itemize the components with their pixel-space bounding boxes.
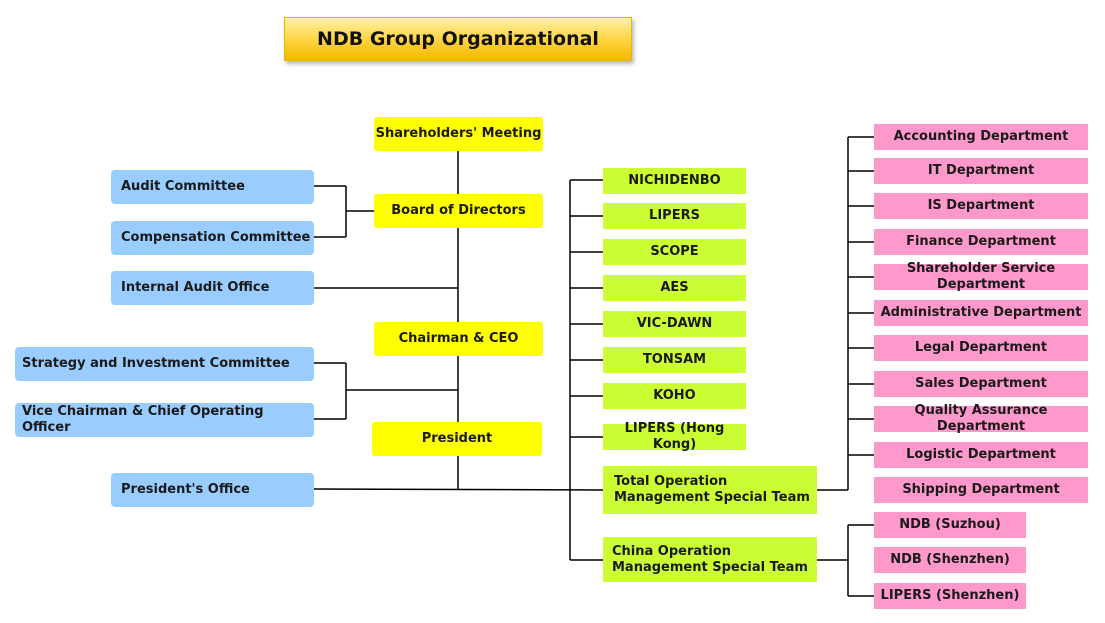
subsidiary-box: LIPERS [603,203,746,229]
china-operation-team-box: China Operation Management Special Team [603,537,817,582]
subsidiary-box: AES [603,275,746,301]
total-operation-team-box: Total Operation Management Special Team [603,466,817,514]
presidents-office-box: President's Office [111,473,314,507]
president-box: President [372,422,542,456]
department-box: Administrative Department [874,300,1088,326]
subsidiary-box: TONSAM [603,347,746,373]
china-unit-box: NDB (Suzhou) [874,512,1026,538]
subsidiary-box: NICHIDENBO [603,168,746,194]
subsidiary-box: KOHO [603,383,746,409]
department-box: Legal Department [874,335,1088,361]
department-box: Sales Department [874,371,1088,397]
department-box: Shareholder Service Department [874,261,1088,292]
china-unit-box: NDB (Shenzhen) [874,547,1026,573]
internal-audit-office-box: Internal Audit Office [111,271,314,305]
department-box: Logistic Department [874,442,1088,468]
department-box: Accounting Department [874,124,1088,150]
subsidiary-box: LIPERS (Hong Kong) [603,421,746,452]
chart-title: NDB Group Organizational [284,17,632,61]
department-box: IT Department [874,158,1088,184]
department-box: Quality Assurance Department [874,403,1088,434]
audit-committee-box: Audit Committee [111,170,314,204]
compensation-committee-box: Compensation Committee [111,221,314,255]
department-box: Shipping Department [874,477,1088,503]
chairman-ceo-box: Chairman & CEO [374,322,543,356]
vice-chairman-coo-box: Vice Chairman & Chief Operating Officer [15,403,314,437]
subsidiary-box: SCOPE [603,239,746,265]
department-box: IS Department [874,193,1088,219]
strategy-investment-committee-box: Strategy and Investment Committee [15,347,314,381]
board-of-directors-box: Board of Directors [374,194,543,228]
department-box: Finance Department [874,229,1088,255]
china-unit-box: LIPERS (Shenzhen) [874,583,1026,609]
subsidiary-box: VIC-DAWN [603,311,746,337]
shareholders-meeting-box: Shareholders' Meeting [374,117,543,151]
